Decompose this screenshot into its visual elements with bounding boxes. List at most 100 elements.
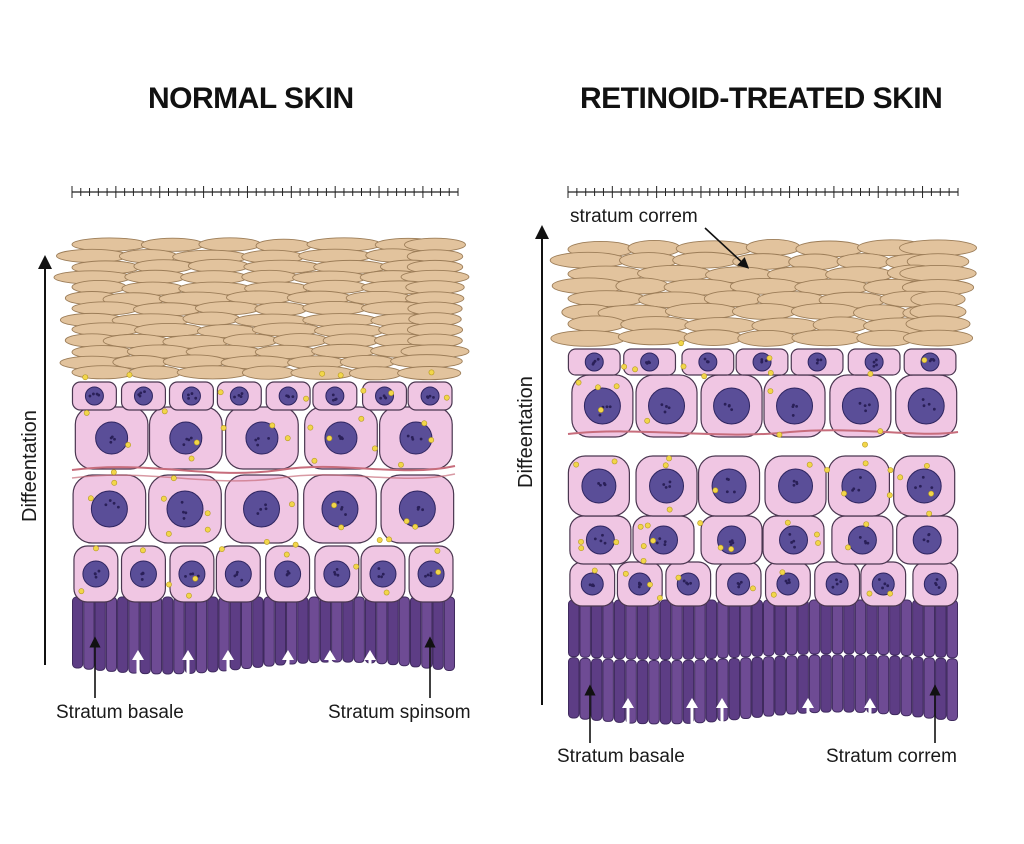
- chromatin: [337, 574, 340, 577]
- granule: [377, 537, 382, 542]
- granule: [785, 520, 790, 525]
- chromatin: [664, 540, 667, 543]
- chromatin: [793, 546, 796, 549]
- chromatin: [795, 405, 798, 408]
- granule: [645, 418, 650, 423]
- corneocyte: [900, 265, 976, 281]
- granule: [140, 548, 145, 553]
- corneocyte: [303, 301, 367, 314]
- basal-cell: [569, 658, 579, 718]
- chromatin: [875, 359, 878, 362]
- basal-cell: [332, 597, 342, 662]
- basal-cell: [569, 600, 579, 657]
- basal-cell: [867, 600, 877, 654]
- granule: [436, 570, 441, 575]
- stratum-corneum-bottom-label: Stratum correm: [826, 746, 957, 767]
- chromatin: [604, 542, 607, 545]
- chromatin: [728, 404, 731, 407]
- basal-cell: [752, 657, 762, 717]
- chromatin: [411, 436, 414, 439]
- granule: [927, 511, 932, 516]
- nucleus: [582, 469, 616, 503]
- nucleus: [712, 469, 746, 503]
- corneocyte: [129, 366, 181, 379]
- granule: [189, 456, 194, 461]
- basal-cell: [309, 597, 319, 663]
- granule: [127, 372, 132, 377]
- chromatin: [95, 576, 98, 579]
- basal-cell: [821, 655, 831, 712]
- chromatin: [241, 392, 244, 395]
- basal-cell: [741, 658, 751, 719]
- nucleus: [324, 561, 350, 587]
- basal-cell: [591, 659, 601, 721]
- basal-cell: [444, 597, 454, 670]
- basal-cell: [764, 657, 774, 716]
- granule: [681, 364, 686, 369]
- chromatin: [421, 508, 424, 511]
- chromatin: [785, 580, 788, 583]
- chromatin: [704, 358, 707, 361]
- granule: [647, 582, 652, 587]
- nucleus: [400, 422, 432, 454]
- chromatin: [934, 582, 937, 585]
- chromatin: [730, 408, 733, 411]
- granule: [384, 590, 389, 595]
- basal-cell: [637, 600, 647, 659]
- nucleus: [225, 561, 251, 587]
- chromatin: [930, 486, 933, 489]
- corneocyte: [391, 355, 463, 368]
- granule: [327, 436, 332, 441]
- chromatin: [933, 408, 936, 411]
- chromatin: [265, 507, 268, 510]
- chromatin: [733, 491, 736, 494]
- chromatin: [859, 402, 862, 405]
- granule: [205, 511, 210, 516]
- differentiation-axis: Diffeentation: [19, 262, 45, 665]
- basal-cell: [73, 597, 83, 668]
- chromatin: [914, 486, 917, 489]
- chromatin: [264, 503, 267, 506]
- basal-cell: [890, 600, 900, 655]
- granule: [864, 522, 869, 527]
- basal-cell: [706, 600, 716, 659]
- chromatin: [97, 394, 100, 397]
- granule: [354, 564, 359, 569]
- chromatin: [665, 405, 668, 408]
- normal-skin-panel: Diffeentation Stratum basale Stratum spi…: [19, 186, 471, 723]
- corneocyte: [242, 366, 295, 379]
- granule: [614, 384, 619, 389]
- granule: [667, 507, 672, 512]
- basal-cell: [821, 600, 831, 654]
- corneocyte: [273, 334, 327, 347]
- chromatin: [760, 361, 763, 364]
- chromatin: [233, 396, 236, 399]
- basal-cell: [614, 660, 624, 723]
- granule: [862, 442, 867, 447]
- granule: [264, 539, 269, 544]
- basal-cell: [343, 597, 353, 662]
- basal-cell: [637, 660, 647, 723]
- granule: [815, 540, 820, 545]
- chromatin: [816, 362, 819, 365]
- granule: [750, 586, 755, 591]
- granule: [888, 591, 893, 596]
- basal-cell: [809, 600, 819, 654]
- corneocyte: [56, 249, 127, 262]
- chromatin: [187, 397, 190, 400]
- chromatin: [664, 411, 667, 414]
- chromatin: [864, 409, 867, 412]
- granule: [186, 593, 191, 598]
- chromatin: [669, 481, 672, 484]
- chromatin: [658, 537, 661, 540]
- chromatin: [337, 501, 340, 504]
- basal-cell: [901, 600, 911, 656]
- basal-cell: [913, 600, 923, 656]
- basal-cell: [752, 600, 762, 656]
- granule: [361, 388, 366, 393]
- granule: [284, 552, 289, 557]
- chromatin: [98, 570, 101, 573]
- granule: [713, 488, 718, 493]
- chromatin: [793, 484, 796, 487]
- granule: [112, 480, 117, 485]
